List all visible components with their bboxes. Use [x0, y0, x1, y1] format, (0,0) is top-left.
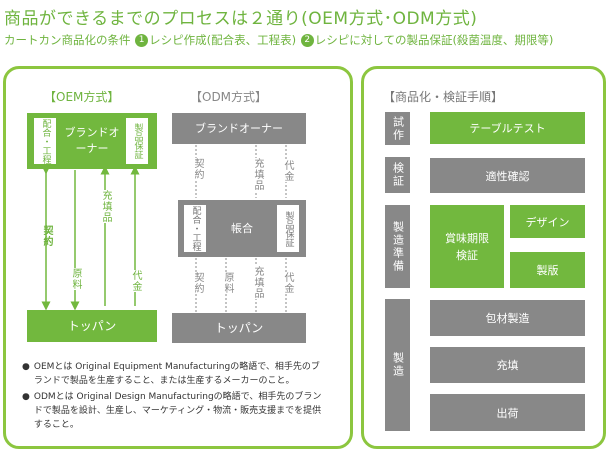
odm-raw2-label: 原料 [220, 272, 235, 294]
odm-heading: 【ODM方式】 [190, 90, 268, 104]
oem-brand-right-tag: 製品保証 [126, 118, 148, 164]
step-shelf-life-label: 賞味期限検証 [445, 231, 489, 262]
page-title: 商品ができるまでのプロセスは２通り(OEM方式･ODM方式) [4, 9, 478, 29]
oem-price-label: 代金 [128, 270, 143, 292]
step-shipping: 出荷 [430, 394, 585, 431]
number-1-badge: 1 [135, 34, 149, 47]
phase-prototype: 試作 [385, 112, 410, 145]
step-suitability-check: 適性確認 [430, 158, 585, 193]
oem-toppan-box: トッパン [27, 310, 157, 342]
odm-brand-owner-box: ブランドオーナー [172, 113, 306, 144]
odm-contract-label: 契約 [190, 158, 205, 180]
note-odm: ● ODMとは Original Design Manufacturingの略語… [22, 390, 322, 432]
condition-1: レシピ作成(配合表、工程表) [149, 33, 297, 47]
phase-verification: 検証 [385, 157, 410, 193]
odm-middle-right-tag: 製品保証 [277, 205, 299, 252]
odm-filling-label: 充填品 [250, 158, 265, 191]
odm-contract2-label: 契約 [190, 272, 205, 294]
note-odm-text: ODMとは Original Design Manufacturingの略語で、… [33, 392, 322, 430]
odm-price-label: 代金 [280, 160, 295, 182]
odm-price2-label: 代金 [280, 272, 295, 294]
step-filling: 充填 [430, 347, 585, 383]
note-oem-text: OEMとは Original Equipment Manufacturingの略… [33, 362, 320, 386]
oem-filling-label: 充填品 [98, 190, 113, 223]
subtitle-prefix: カートカン商品化の条件 [4, 33, 131, 47]
odm-middle-label: 帳合 [231, 222, 253, 235]
bullet-icon: ● [22, 392, 30, 402]
phase-preparation: 製造準備 [385, 205, 410, 288]
note-oem: ● OEMとは Original Equipment Manufacturing… [22, 360, 322, 388]
oem-contract-label: 契約 [41, 225, 52, 247]
process-heading: 【商品化・検証手順】 [383, 90, 504, 104]
phase-manufacturing: 製造 [385, 299, 410, 431]
condition-2: レシピに対しての製品保証(殺菌温度、期限等) [314, 33, 554, 47]
odm-filling2-label: 充填品 [250, 266, 265, 299]
number-2-badge: 2 [300, 34, 314, 47]
step-design: デザイン [510, 205, 585, 238]
oem-brand-left-tag: 配合・工程 [34, 118, 56, 164]
oem-brand-owner-label: ブランドオーナー [64, 126, 120, 155]
step-table-test: テーブルテスト [430, 112, 585, 144]
bullet-icon: ● [22, 362, 30, 372]
oem-heading: 【OEM方式】 [44, 90, 120, 104]
odm-toppan-box: トッパン [172, 313, 306, 343]
oem-raw-label: 原料 [68, 268, 83, 290]
step-shelf-life: 賞味期限検証 [430, 205, 504, 288]
odm-middle-left-tag: 配合・工程 [184, 205, 206, 252]
step-packaging: 包材製造 [430, 300, 585, 336]
step-plate-making: 製版 [510, 252, 585, 288]
